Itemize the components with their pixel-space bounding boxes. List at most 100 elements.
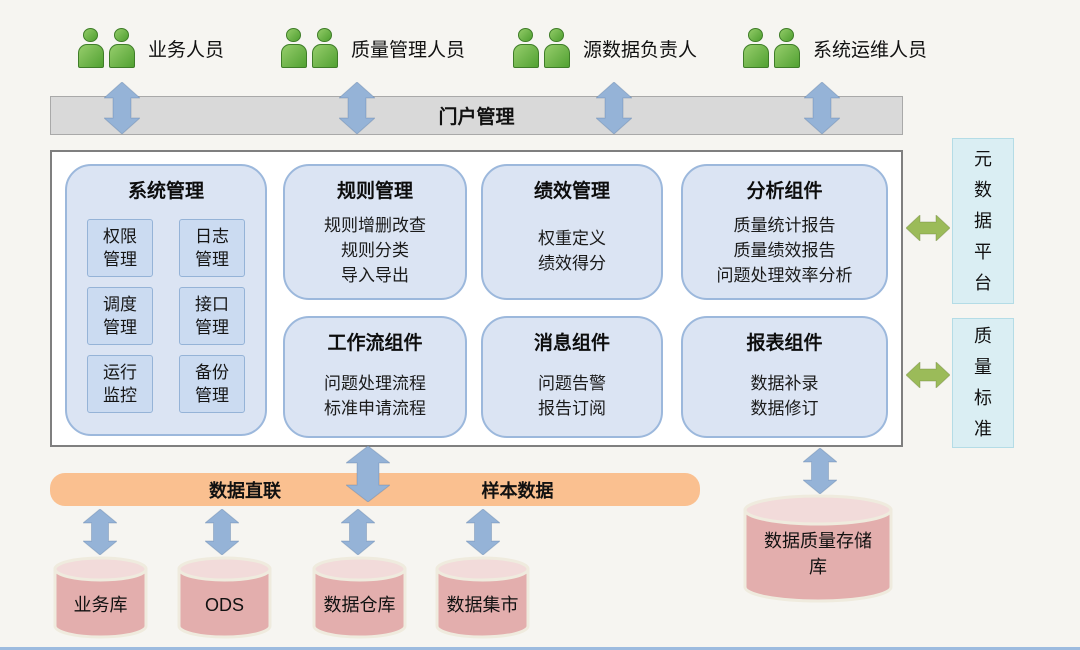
subbox-line: 监控: [103, 386, 137, 405]
cylinder-label: 业务库: [73, 595, 128, 615]
system-management-box: 系统管理 权限 管理 日志 管理 调度 管理 接口 管理 运行 监控: [65, 164, 267, 436]
person-icon: [78, 27, 104, 69]
analysis-component-box: 分析组件 质量统计报告 质量绩效报告 问题处理效率分析: [681, 164, 888, 300]
box-items: 权重定义 绩效得分: [538, 203, 606, 298]
cylinder-label: 数据仓库: [323, 595, 396, 615]
box-items: 数据补录 数据修订: [751, 355, 819, 436]
database-cylinder-icon: [177, 556, 272, 639]
report-component-box: 报表组件 数据补录 数据修订: [681, 316, 888, 438]
subbox-line: 运行: [103, 363, 137, 382]
cylinder-label: 数据质量存储 库: [742, 528, 894, 580]
subbox-line: 日志: [195, 227, 229, 246]
box-title: 规则管理: [336, 181, 413, 202]
box-item: 数据补录: [750, 373, 819, 393]
database-cylinder-icon: [312, 556, 407, 639]
double-arrow-vertical-icon: [596, 82, 632, 134]
actor-label: 质量管理人员: [351, 39, 466, 61]
box-items: 规则增删改查 规则分类 导入导出: [324, 203, 426, 298]
double-arrow-vertical-icon: [83, 509, 117, 555]
subbox-schedule-management: 调度 管理: [87, 287, 153, 345]
cylinder-data-warehouse: 数据仓库: [312, 556, 407, 640]
side-box-label: 元数据平台: [974, 148, 992, 293]
actor-quality-managers: 质量管理人员: [281, 27, 465, 69]
box-title: 报表组件: [746, 333, 823, 354]
box-title: 工作流组件: [327, 333, 423, 354]
box-items: 问题处理流程 标准申请流程: [324, 355, 426, 436]
box-item: 问题告警: [538, 373, 606, 393]
person-icon: [513, 27, 539, 69]
box-item: 规则增删改查: [324, 216, 426, 235]
cylinder-data-mart: 数据集市: [435, 556, 530, 640]
actor-label: 系统运维人员: [813, 39, 928, 61]
database-cylinder-icon: [743, 494, 893, 603]
rule-management-box: 规则管理 规则增删改查 规则分类 导入导出: [283, 164, 467, 300]
subbox-line: 备份: [195, 363, 229, 382]
data-direct-link-label: 数据直联: [209, 480, 281, 501]
subbox-permission-management: 权限 管理: [87, 219, 153, 277]
box-title: 系统管理: [127, 181, 204, 202]
performance-management-box: 绩效管理 权重定义 绩效得分: [481, 164, 663, 300]
box-items: 问题告警 报告订阅: [538, 355, 606, 436]
person-icon: [774, 27, 800, 69]
subbox-runtime-monitoring: 运行 监控: [87, 355, 153, 413]
subbox-line: 接口: [195, 295, 229, 314]
subbox-line: 权限: [103, 227, 137, 246]
side-box-label: 质量标准: [974, 326, 992, 439]
actor-business-users: 业务人员: [78, 27, 224, 69]
person-icon: [743, 27, 769, 69]
double-arrow-vertical-icon: [804, 82, 840, 134]
subbox-line: 管理: [195, 386, 229, 405]
cylinder-label: ODS: [204, 595, 244, 615]
box-title: 消息组件: [533, 333, 610, 354]
box-item: 报告订阅: [538, 398, 606, 418]
subbox-line: 管理: [103, 318, 137, 337]
box-item: 绩效得分: [538, 253, 606, 273]
cylinder-quality-store: 数据质量存储 库: [742, 494, 894, 606]
subbox-interface-management: 接口 管理: [179, 287, 245, 345]
quality-standard-box: 质量标准: [952, 318, 1014, 448]
cylinder-label: 数据集市: [446, 595, 519, 615]
database-cylinder-icon: [53, 556, 148, 639]
person-icon: [281, 27, 307, 69]
subbox-line: 管理: [195, 318, 229, 337]
box-item: 标准申请流程: [324, 398, 426, 418]
box-item: 规则分类: [341, 241, 409, 260]
double-arrow-vertical-icon: [341, 509, 375, 555]
subbox-line: 管理: [103, 250, 137, 269]
portal-management-bar: 门户管理: [50, 96, 903, 135]
double-arrow-vertical-icon: [466, 509, 500, 555]
subbox-backup-management: 备份 管理: [179, 355, 245, 413]
double-arrow-vertical-icon: [104, 82, 140, 134]
box-item: 权重定义: [538, 228, 606, 248]
double-arrow-vertical-icon: [346, 446, 390, 502]
box-item: 数据修订: [750, 398, 819, 418]
cylinder-label-line: 库: [809, 557, 827, 577]
sample-data-label: 样本数据: [481, 480, 554, 501]
cylinder-label-line: 数据质量存储: [764, 531, 872, 551]
subbox-line: 调度: [103, 295, 137, 314]
person-icon: [312, 27, 338, 69]
box-item: 导入导出: [341, 266, 409, 285]
actor-source-data-owners: 源数据负责人: [513, 27, 697, 69]
double-arrow-vertical-icon: [339, 82, 375, 134]
workflow-component-box: 工作流组件 问题处理流程 标准申请流程: [283, 316, 467, 438]
double-arrow-vertical-icon: [803, 448, 837, 494]
actor-system-operators: 系统运维人员: [743, 27, 927, 69]
double-arrow-horizontal-icon: [906, 362, 950, 388]
box-item: 质量统计报告: [733, 216, 836, 235]
actor-label: 业务人员: [148, 39, 225, 61]
bottom-strip: [0, 647, 1080, 650]
message-component-box: 消息组件 问题告警 报告订阅: [481, 316, 663, 438]
cylinder-business-db: 业务库: [53, 556, 148, 640]
database-cylinder-icon: [435, 556, 530, 639]
system-subfunction-grid: 权限 管理 日志 管理 调度 管理 接口 管理 运行 监控 备份 管理: [67, 219, 265, 413]
metadata-platform-box: 元数据平台: [952, 138, 1014, 304]
cylinder-ods: ODS: [177, 556, 272, 640]
box-item: 问题处理流程: [324, 373, 426, 393]
person-icon: [109, 27, 135, 69]
box-title: 绩效管理: [533, 181, 610, 202]
subbox-line: 管理: [195, 250, 229, 269]
box-items: 质量统计报告 质量绩效报告 问题处理效率分析: [717, 203, 853, 298]
person-icon: [544, 27, 570, 69]
